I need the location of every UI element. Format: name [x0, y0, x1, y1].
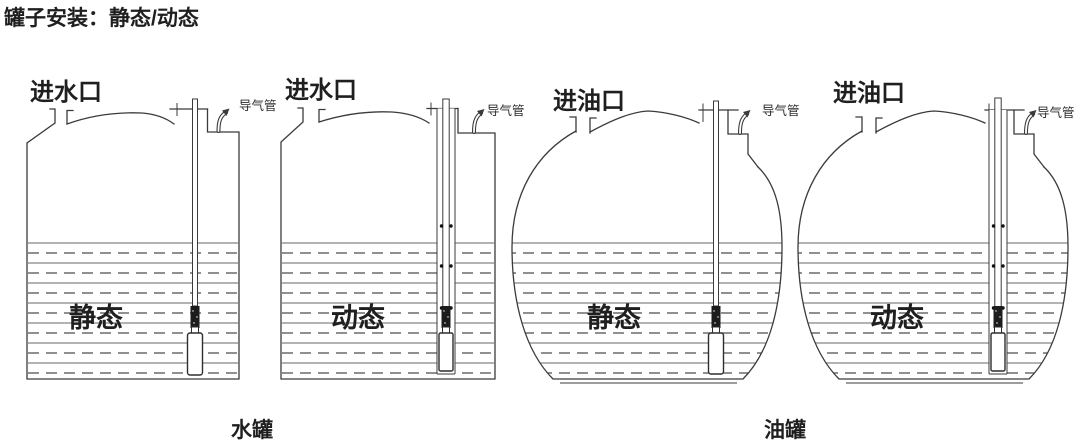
tank-dome-line — [66, 112, 175, 125]
sensor-body — [707, 332, 725, 375]
vent-label: 导气管 — [762, 103, 800, 118]
vent-arrow-icon — [743, 110, 751, 118]
inlet-label: 进油口 — [833, 80, 905, 107]
inlet-stub — [589, 117, 597, 134]
tank-oil-static: 进油口 导气管 静态 — [511, 88, 800, 384]
oil-tank-caption: 油罐 — [764, 418, 806, 442]
stilling-tube-walls — [988, 110, 1008, 375]
sensor-body — [438, 332, 454, 372]
tank-oil-dynamic: 进油口 导气管 动态 — [797, 80, 1075, 384]
probe-tube — [713, 100, 719, 307]
tube-hole — [991, 224, 996, 228]
tank-water-dynamic: 进水口 导气管 动态 — [280, 77, 525, 380]
probe-dynamic — [988, 97, 1008, 375]
probe-tube — [442, 98, 450, 334]
inlet-label: 进水口 — [30, 79, 102, 106]
probe-tube — [994, 97, 1002, 334]
sensor-neck — [442, 326, 450, 334]
probe-static — [186, 98, 204, 376]
sensor-connector — [441, 306, 451, 328]
vent-arrow-icon — [1029, 110, 1037, 118]
tank-outline — [280, 107, 496, 380]
inlet-stub — [318, 108, 326, 123]
tube-hole — [1001, 224, 1005, 228]
sensor-connector — [993, 306, 1003, 328]
tube-hole — [439, 224, 444, 228]
liquid-lines — [512, 242, 782, 374]
mode-label: 静态 — [587, 303, 641, 333]
vent-label: 导气管 — [1037, 105, 1075, 120]
water-tank-caption: 水罐 — [231, 418, 273, 442]
probe-tube — [192, 98, 198, 307]
inlet-stub — [569, 116, 577, 133]
vent-notch — [727, 109, 759, 168]
sensor-connector — [711, 306, 721, 328]
sensor-neck — [191, 326, 199, 334]
sensor-neck — [712, 326, 720, 334]
stilling-tube-walls — [436, 108, 456, 375]
vent-arrow-icon — [222, 108, 230, 116]
mode-label: 静态 — [69, 303, 123, 333]
inlet-stub — [855, 116, 863, 133]
sensor-connector — [190, 306, 200, 328]
tank-water-static: 进水口 导气管 静态 — [26, 79, 277, 380]
tank-outline — [511, 130, 783, 380]
tube-hole — [449, 264, 453, 268]
vent-label: 导气管 — [487, 103, 525, 118]
liquid-lines — [798, 242, 1068, 374]
tube-hole — [991, 264, 996, 268]
tube-hole — [449, 224, 453, 228]
liquid-lines — [282, 242, 494, 374]
mode-label: 动态 — [331, 303, 385, 333]
tank-outline — [797, 130, 1069, 380]
inlet-label: 进油口 — [553, 88, 625, 115]
probe-static — [707, 100, 725, 375]
vent-notch — [1013, 109, 1045, 168]
tube-hole — [439, 264, 444, 268]
inlet-stub — [875, 117, 883, 134]
tank-dome-line — [318, 111, 430, 124]
tank-dome-line — [875, 110, 986, 133]
sensor-body — [186, 332, 204, 376]
vent-label: 导气管 — [239, 98, 277, 113]
vent-arrow-icon — [477, 109, 485, 117]
mode-label: 动态 — [870, 303, 924, 333]
tank-dome-line — [589, 110, 700, 133]
inlet-stub — [66, 109, 74, 125]
inlet-label: 进水口 — [285, 77, 357, 104]
probe-dynamic — [436, 98, 456, 375]
sensor-body — [990, 332, 1006, 372]
tube-hole — [1001, 264, 1005, 268]
sensor-neck — [994, 326, 1002, 334]
liquid-lines — [28, 242, 238, 374]
tank-outline — [26, 108, 240, 380]
page-title: 罐子安装：静态/动态 — [3, 6, 199, 30]
